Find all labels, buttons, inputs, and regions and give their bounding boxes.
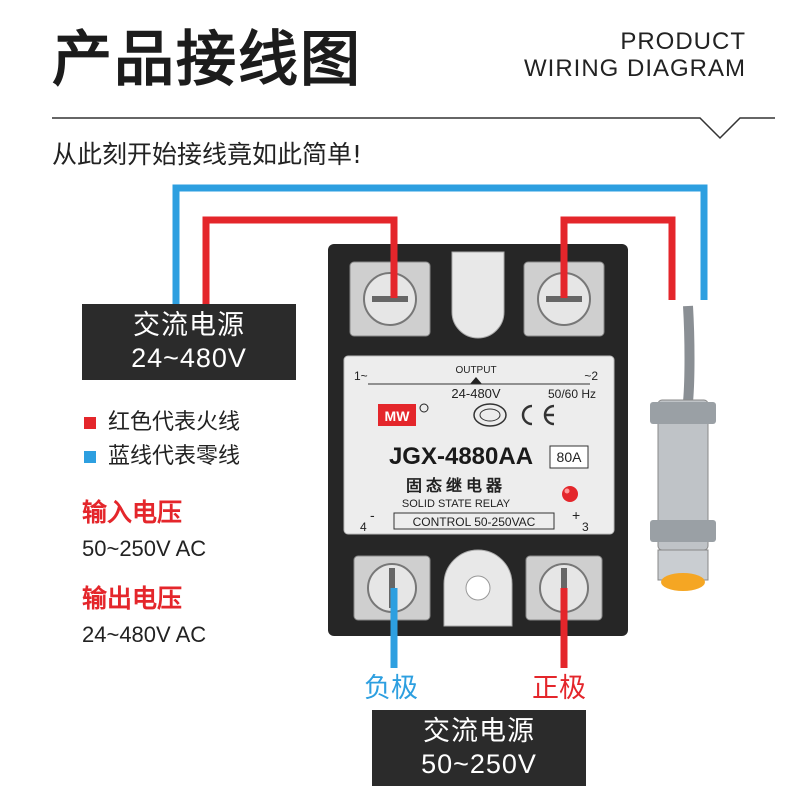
negative-pole-label: 负极 [364,673,418,704]
frequency-label: 50/60 Hz [548,387,596,401]
header-divider [52,117,775,140]
terminal-4-label: 4 [360,520,367,534]
terminal-1-label: 1~ [354,369,368,383]
relay-name-en: SOLID STATE RELAY [402,498,511,510]
power-source-bottom-voltage: 50~250V [421,749,537,779]
legend-blue-label: 蓝线代表零线 [108,444,241,469]
output-voltage-title: 输出电压 [82,584,183,613]
model-number: JGX-4880AA [389,443,533,470]
mount-hole-bottom [465,575,491,601]
brand-logo [378,404,416,426]
terminal-1-screw [349,261,431,337]
proximity-sensor [650,305,716,591]
positive-pole-label: 正极 [532,673,586,704]
power-source-top-voltage: 24~480V [131,343,247,373]
minus-label: - [370,507,375,523]
plus-label: + [572,507,580,523]
red-wire-top-right [560,216,676,300]
registered-mark-icon [419,403,429,413]
terminal-3-label: 3 [582,520,589,534]
red-wire-top-left [202,216,398,305]
current-badge [549,445,589,469]
power-source-top-title: 交流电源 [133,310,245,341]
output-arrow [470,377,482,384]
control-box [393,512,555,530]
terminal-2-label: ~2 [584,369,598,383]
legend-red-swatch [84,417,96,429]
output-voltage-value: 24~480V AC [82,622,207,647]
output-label: OUTPUT [455,365,496,376]
output-range: 24-480V [451,386,500,401]
title-en-line2: WIRING DIAGRAM [524,55,746,82]
page-title: 产品接线图 [52,25,362,95]
power-source-bottom-title: 交流电源 [423,716,535,747]
svg-text:80A: 80A [557,449,583,465]
ce-mark-icon [521,404,555,426]
relay-label-plate [343,355,615,535]
svg-text:MW: MW [385,408,411,424]
relay-name-cn: 固态继电器 [406,476,506,495]
mount-slot-top [451,251,505,339]
subtitle: 从此刻开始接线竟如此简单! [52,140,363,169]
input-voltage-title: 输入电压 [82,498,183,527]
power-source-bottom: 交流电源 50~250V [372,710,586,786]
control-label: CONTROL 50-250VAC [413,515,536,529]
legend-red-label: 红色代表火线 [108,410,241,435]
power-source-top: 交流电源 24~480V [82,304,296,380]
title-en-line1: PRODUCT [620,28,746,55]
legend-blue-swatch [84,451,96,463]
input-voltage-value: 50~250V AC [82,536,207,561]
blue-wire-top [172,184,708,305]
ccc-mark-icon [473,403,507,427]
status-led [562,486,578,502]
